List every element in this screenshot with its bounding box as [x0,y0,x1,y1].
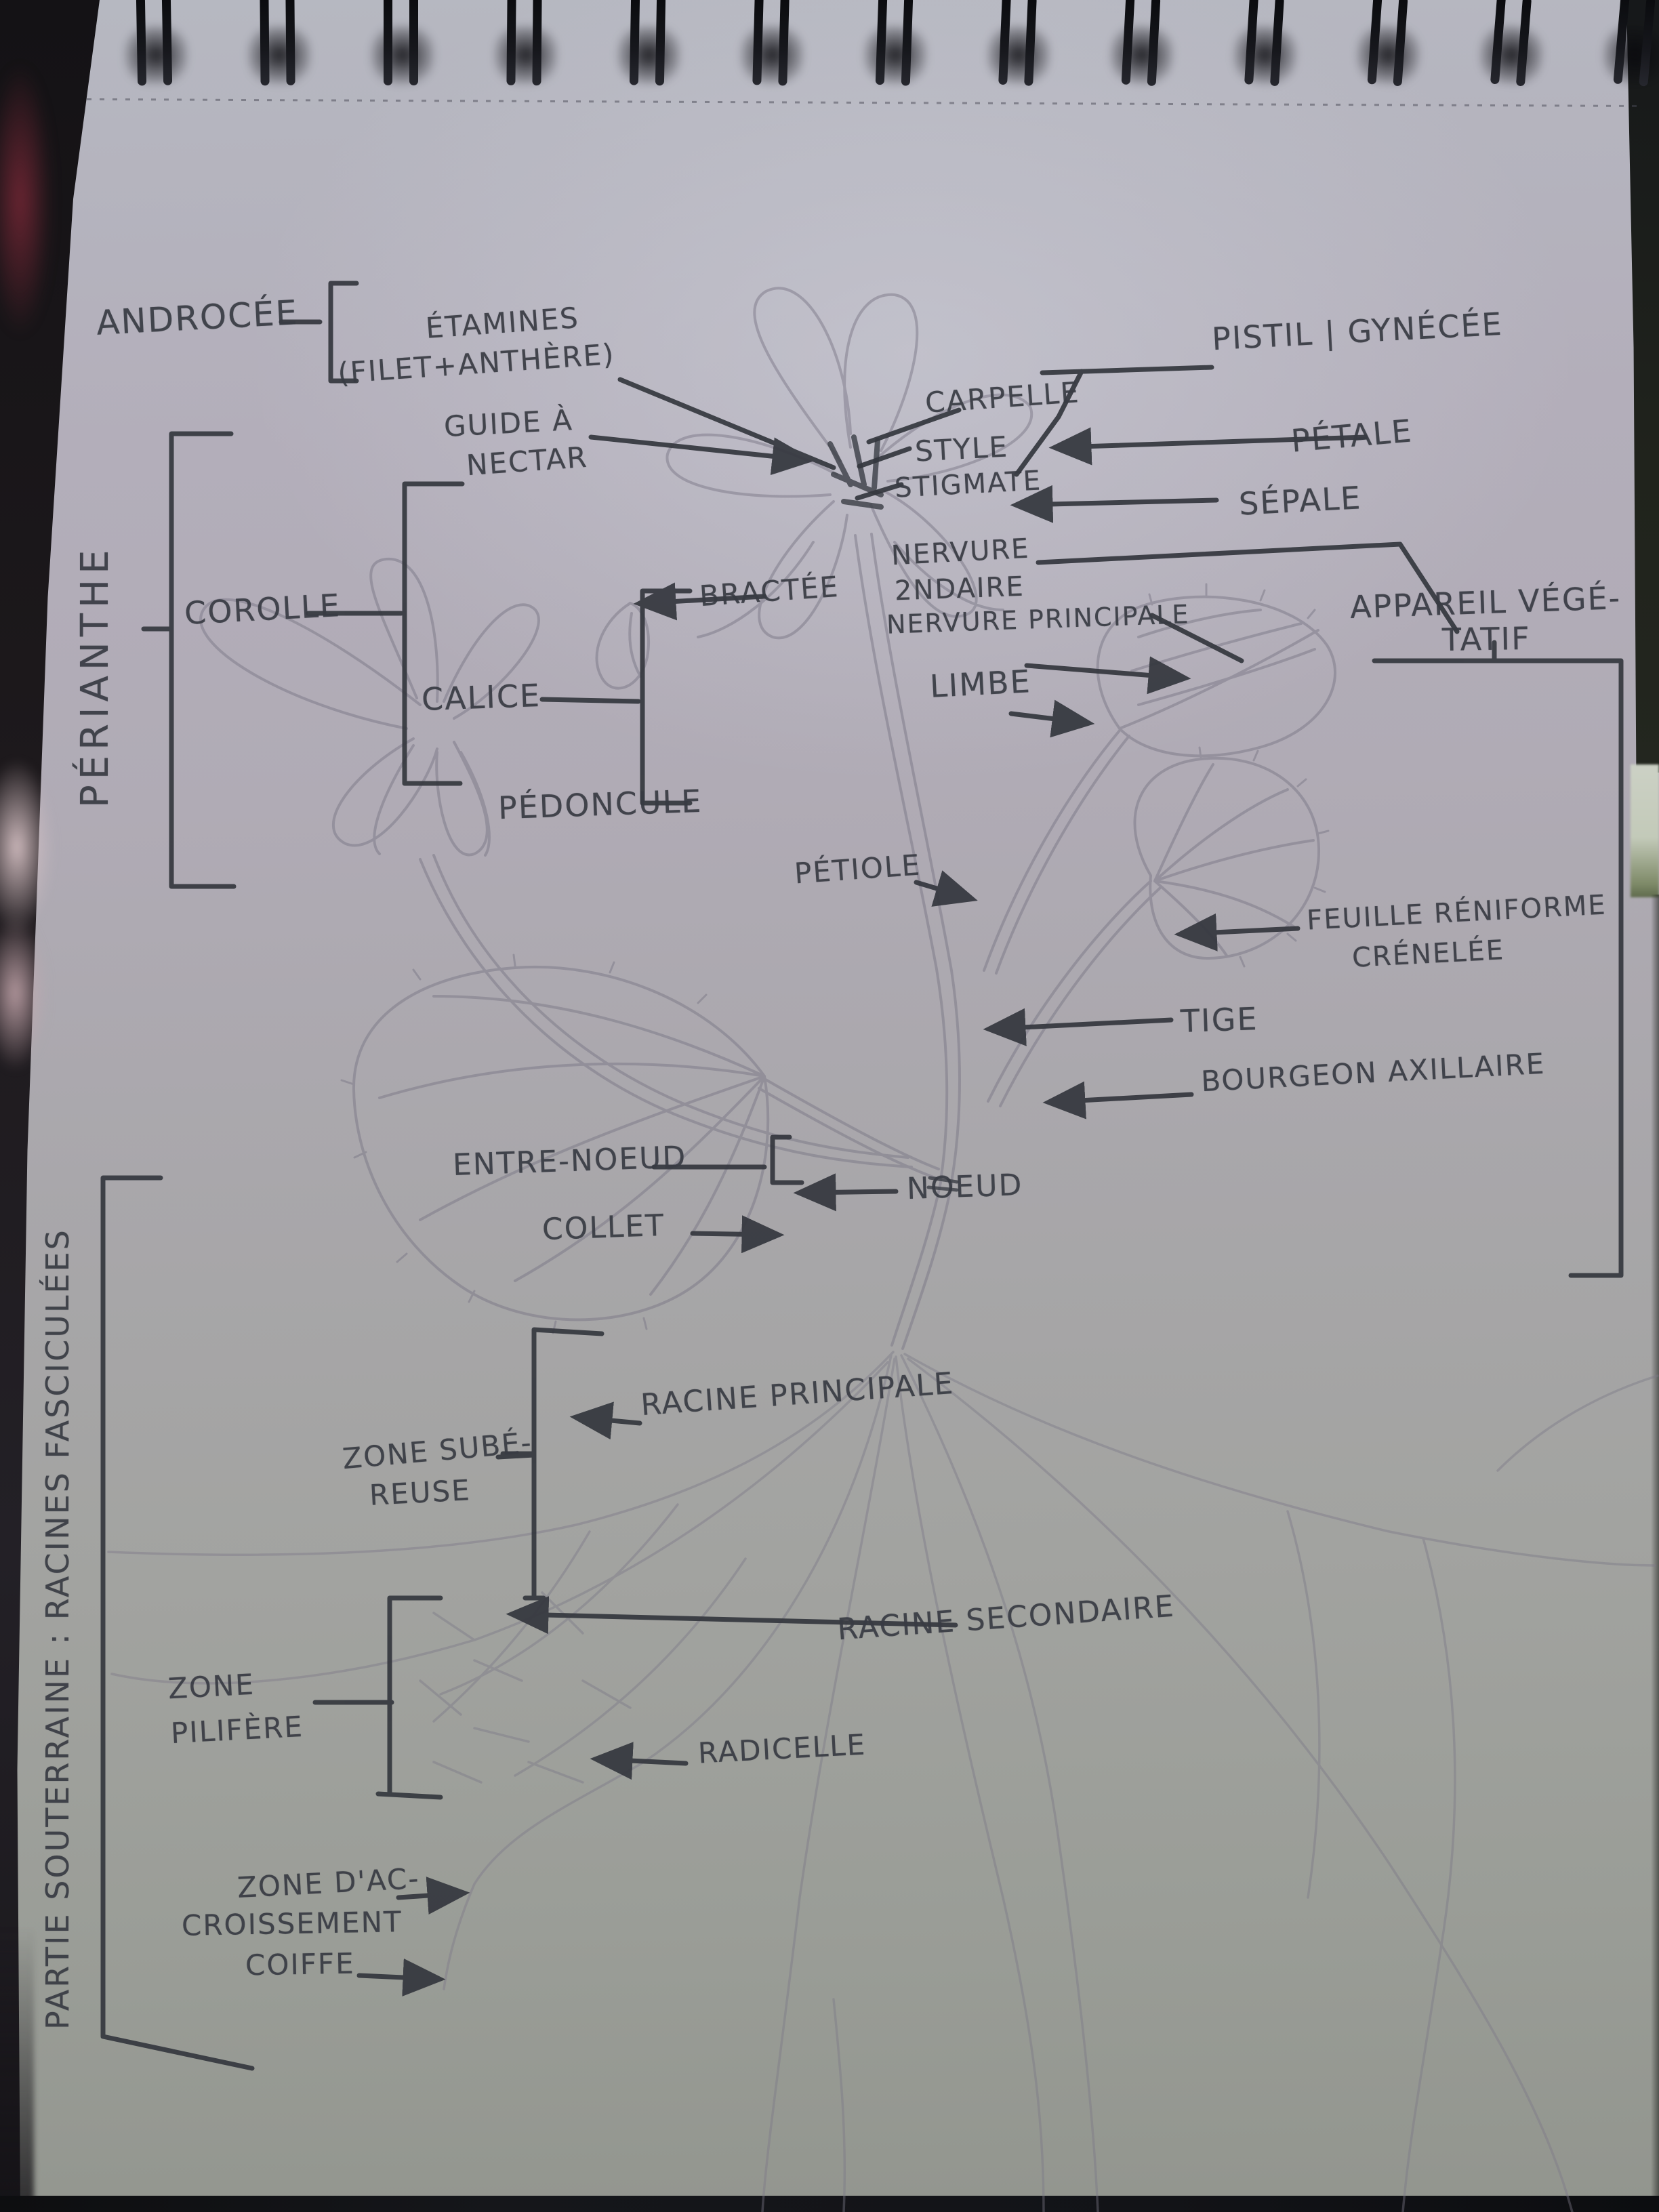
calice-bracket [640,588,693,806]
carpelle-line [866,407,962,445]
guide-a-nectar-line [588,434,815,476]
left-flower-stalk-sketch [419,854,913,1168]
etamines-to-flower-line [617,377,836,470]
background-bottom-edge [0,2196,1659,2212]
limbe-arrow-lower [1008,699,1095,738]
feuille-reniforme-arrow [1174,913,1300,951]
stigmate-line [855,482,904,501]
label-sepale: SÉPALE [1237,479,1363,523]
entre-noeud-bracket [770,1134,804,1185]
label-calice: CALICE [421,676,541,718]
bractee-arrow [633,582,767,621]
label-collet: COLLET [541,1208,665,1248]
corolle-bracket [402,481,465,786]
limbe-arrow-upper [1024,656,1191,695]
noeud-arrow [793,1173,899,1212]
left-flower-sketch [199,557,540,857]
label-zone-pilifere-1: ZONE [167,1667,255,1706]
androcee-bracket [328,281,359,384]
reniform-leaf-petiole-sketch [987,880,1162,1107]
flower-centre-marks [827,434,959,1192]
bract-sketch [595,601,651,690]
background-maroon-object [0,64,52,335]
label-nervure-2: 2NDAIRE [894,571,1025,607]
pistil-pointer-line [1014,365,1214,477]
stem-sketch [854,533,961,1350]
label-guide-a: GUIDE À [443,403,574,443]
label-style: STYLE [914,430,1010,468]
label-appareil-2: TATIF [1441,619,1532,659]
sepale-arrow [1010,485,1219,523]
label-zone-sube-2: REUSE [368,1473,472,1512]
punched-hole-shadow [371,26,434,84]
racine-principale-arrow [569,1401,642,1440]
zone-pilifere-bracket [375,1595,443,1800]
big-left-leaf-sketch [352,966,770,1322]
upper-right-leaf-petiole-sketch [983,729,1130,975]
zone-accroissement-arrow [396,1877,470,1915]
collet-arrow [690,1215,785,1254]
spiral-coil-pair [371,0,434,85]
tige-arrow [983,1008,1174,1046]
coil-wire [384,0,392,85]
coil-wire [409,0,418,85]
root-system-sketch [107,1351,1659,2212]
petiole-arrow [914,870,978,907]
label-tige: TIGE [1180,1000,1259,1040]
zone-subereuse-bracket [500,1327,605,1601]
label-coiffe: COIFFE [245,1946,356,1982]
background-right-patch [1631,764,1659,897]
coiffe-arrow [356,1958,446,1996]
pencil-sketch [199,287,1336,1350]
label-zone-acc-2: CROISSEMENT [181,1905,403,1942]
label-perianthe: PÉRIANTHE [73,544,117,808]
upper-right-leaf-sketch [1096,595,1336,758]
label-noeud: NOEUD [906,1168,1024,1206]
paper-right-edge-shadow [1651,895,1659,2212]
perianthe-bracket [141,431,237,889]
racine-secondaire-arrow [506,1596,958,1635]
label-zone-pilifere-2: PILIFÈRE [169,1709,305,1750]
label-limbe: LIMBE [928,663,1032,705]
reniform-leaf-sketch [1133,756,1321,960]
background-bottom-left-shadow [0,1927,34,2212]
nervure-principale-line [1149,613,1244,663]
top-flower-sketch [665,287,1033,640]
leaf-crenation-ticks [340,583,1330,1334]
nervure-secondaire-line [1036,541,1460,634]
big-left-leaf-petiole-sketch [758,1078,940,1179]
style-line [857,446,912,469]
label-partie-souterraine: PARTIE SOUTERRAINE : RACINES FASCICULÉES [39,1228,76,2030]
appareil-vegetatif-bracket [1372,640,1624,1278]
petale-arrow [1048,427,1368,466]
bourgeon-axillaire-arrow [1042,1081,1194,1120]
radicelle-arrow [590,1742,689,1780]
partie-souterraine-bracket [100,1175,255,2071]
calice-connector-line [539,697,641,704]
label-pedoncule: PÉDONCULE [497,782,703,827]
